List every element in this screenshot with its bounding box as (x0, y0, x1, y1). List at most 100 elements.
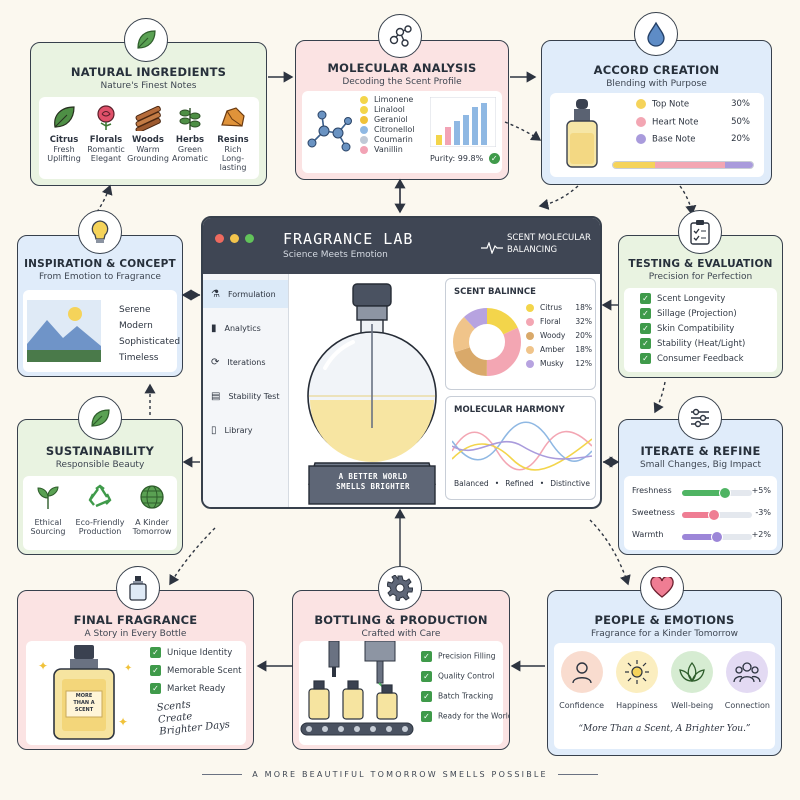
people-quote: “More Than a Scent, A Brighter You.” (578, 724, 751, 734)
leaf-badge (124, 18, 168, 62)
accord-title: ACCORD CREATION (593, 63, 720, 77)
testing-title: TESTING & EVALUATION (628, 258, 773, 270)
person-icon (571, 662, 592, 684)
natural-subtitle: Nature's Finest Notes (100, 81, 197, 91)
window-minimize-dot[interactable] (230, 234, 239, 243)
slider-delta: +5% (751, 486, 771, 495)
arrow-testing-to-iterate (653, 381, 666, 414)
fragrance-lab-window: FRAGRANCE LAB Science Meets Emotion SCEN… (201, 216, 602, 509)
sidebar-item-stability-test[interactable]: ▤Stability Test (211, 390, 280, 402)
emotion-happiness: Happiness (611, 651, 663, 710)
molecule-structure-icon (307, 110, 352, 152)
final-fragrance-card: FINAL FRAGRANCE A Story in Every Bottle … (17, 590, 254, 750)
group-icon (733, 662, 762, 683)
final-subtitle: A Story in Every Bottle (84, 629, 187, 639)
slider-knob[interactable] (711, 531, 723, 543)
sliders-icon (691, 408, 709, 428)
slider-knob[interactable] (719, 487, 732, 499)
testing-evaluation-card: TESTING & EVALUATION Precision for Perfe… (618, 235, 783, 378)
slider-fill (682, 512, 714, 518)
sidebar-item-analytics[interactable]: ▮Analytics (211, 322, 261, 334)
ingredient-herbs: Herbs Green Aromatic (169, 103, 211, 179)
slider-track[interactable] (682, 531, 752, 543)
testing-checklist: ✓Scent Longevity ✓Sillage (Projection) ✓… (624, 288, 777, 372)
window-close-dot[interactable] (215, 234, 224, 243)
harmony-waves (452, 421, 592, 471)
accord-creation-card: ACCORD CREATION Blending with Purpose To… (541, 40, 772, 185)
ingredient-resins: Resins Rich Long-lasting (211, 103, 255, 179)
bottle-label: MORE THAN A SCENT (73, 693, 95, 713)
molecule-badge (378, 14, 422, 58)
people-subtitle: Fragrance for a Kinder Tomorrow (591, 629, 738, 639)
arrow-accord-to-lab (538, 185, 579, 210)
concept-words: Serene Modern Sophisticated Timeless (119, 305, 181, 363)
slider-row-freshness[interactable]: Freshness+5% (624, 482, 777, 504)
gear-icon (387, 575, 413, 601)
slider-track[interactable] (682, 487, 752, 499)
lab-subtitle: Science Meets Emotion (283, 250, 388, 260)
donut-slice-amber (453, 308, 521, 376)
iterate-subtitle: Small Changes, Big Impact (639, 460, 762, 470)
slider-fill (682, 490, 726, 496)
refresh-icon: ⟳ (211, 356, 220, 368)
slider-knob[interactable] (707, 509, 720, 521)
document-icon: ▤ (211, 390, 221, 402)
iterate-title: ITERATE & REFINE (640, 444, 761, 458)
test-item: ✓Sillage (Projection) (640, 308, 777, 319)
final-checklist: ✓Unique Identity ✓Memorable Scent ✓Marke… (150, 647, 241, 694)
lab-header-right: SCENT MOLECULAR BALANCING (507, 233, 591, 255)
lab-header: FRAGRANCE LAB Science Meets Emotion SCEN… (203, 218, 600, 274)
perfume-bottle-icon (129, 576, 147, 601)
lab-title: FRAGRANCE LAB (283, 230, 414, 248)
molecule-icon (389, 25, 412, 47)
sparkle-icon: ✦ (118, 715, 129, 729)
clipboard-badge (678, 210, 722, 254)
wood-sticks-icon (135, 105, 161, 134)
donut-slice-floral (453, 308, 521, 376)
bottling-title: BOTTLING & PRODUCTION (314, 613, 488, 627)
sparkle-icon: ✦ (38, 659, 49, 673)
natural-ingredients-card: NATURAL INGREDIENTS Nature's Finest Note… (30, 42, 267, 186)
arrow-lab-to-people (589, 519, 631, 586)
sustain-subtitle: Responsible Beauty (55, 460, 145, 470)
purity-readout: Purity: 99.8% ✓ (430, 153, 506, 164)
iterate-sliders: Freshness+5%Sweetness-3%Warmth+2% (624, 476, 777, 550)
emotion-connection: Connection (721, 651, 773, 710)
donut-slice-musky (453, 308, 521, 376)
molecular-title: MOLECULAR ANALYSIS (327, 61, 477, 75)
note-ratio-segment (725, 162, 753, 168)
leaf-icon (137, 30, 156, 49)
inspiration-card: INSPIRATION & CONCEPT From Emotion to Fr… (17, 235, 183, 377)
sidebar-item-iterations[interactable]: ⟳Iterations (211, 356, 266, 368)
landscape-icon (27, 300, 101, 362)
natural-title: NATURAL INGREDIENTS (70, 65, 227, 79)
sustain-item-eco: Eco-Friendly Production (74, 484, 126, 550)
citrus-leaf-icon (54, 106, 75, 128)
slider-row-sweetness[interactable]: Sweetness-3% (624, 504, 777, 526)
final-bottle-illustration (53, 645, 115, 740)
purity-bar-chart (430, 97, 496, 147)
window-maximize-dot[interactable] (245, 234, 254, 243)
slider-delta: +2% (751, 530, 771, 539)
recycle-icon (88, 484, 112, 508)
sustain-leaf-badge (78, 396, 122, 440)
dropper-bottle-icon (566, 99, 598, 168)
arrow-lab-to-final (169, 527, 216, 586)
arrow-inspiration-to-natural (96, 184, 113, 213)
slider-row-warmth[interactable]: Warmth+2% (624, 526, 777, 548)
bar-chart-icon: ▮ (211, 322, 217, 334)
note-ratio-segment (613, 162, 655, 168)
people-title: PEOPLE & EMOTIONS (594, 613, 735, 627)
pulse-icon (481, 242, 503, 254)
sidebar-item-formulation[interactable]: ⚗Formulation (203, 280, 288, 308)
arrow-accord-to-testing (679, 185, 697, 216)
people-emotions-card: PEOPLE & EMOTIONS Fragrance for a Kinder… (547, 590, 782, 756)
ingredient-florals: Florals Romantic Elegant (85, 103, 127, 179)
bottle-badge (116, 566, 160, 610)
sidebar-item-library[interactable]: ▯Library (211, 424, 253, 436)
book-icon: ▯ (211, 424, 217, 436)
slider-track[interactable] (682, 509, 752, 521)
slider-label: Sweetness (632, 508, 675, 517)
